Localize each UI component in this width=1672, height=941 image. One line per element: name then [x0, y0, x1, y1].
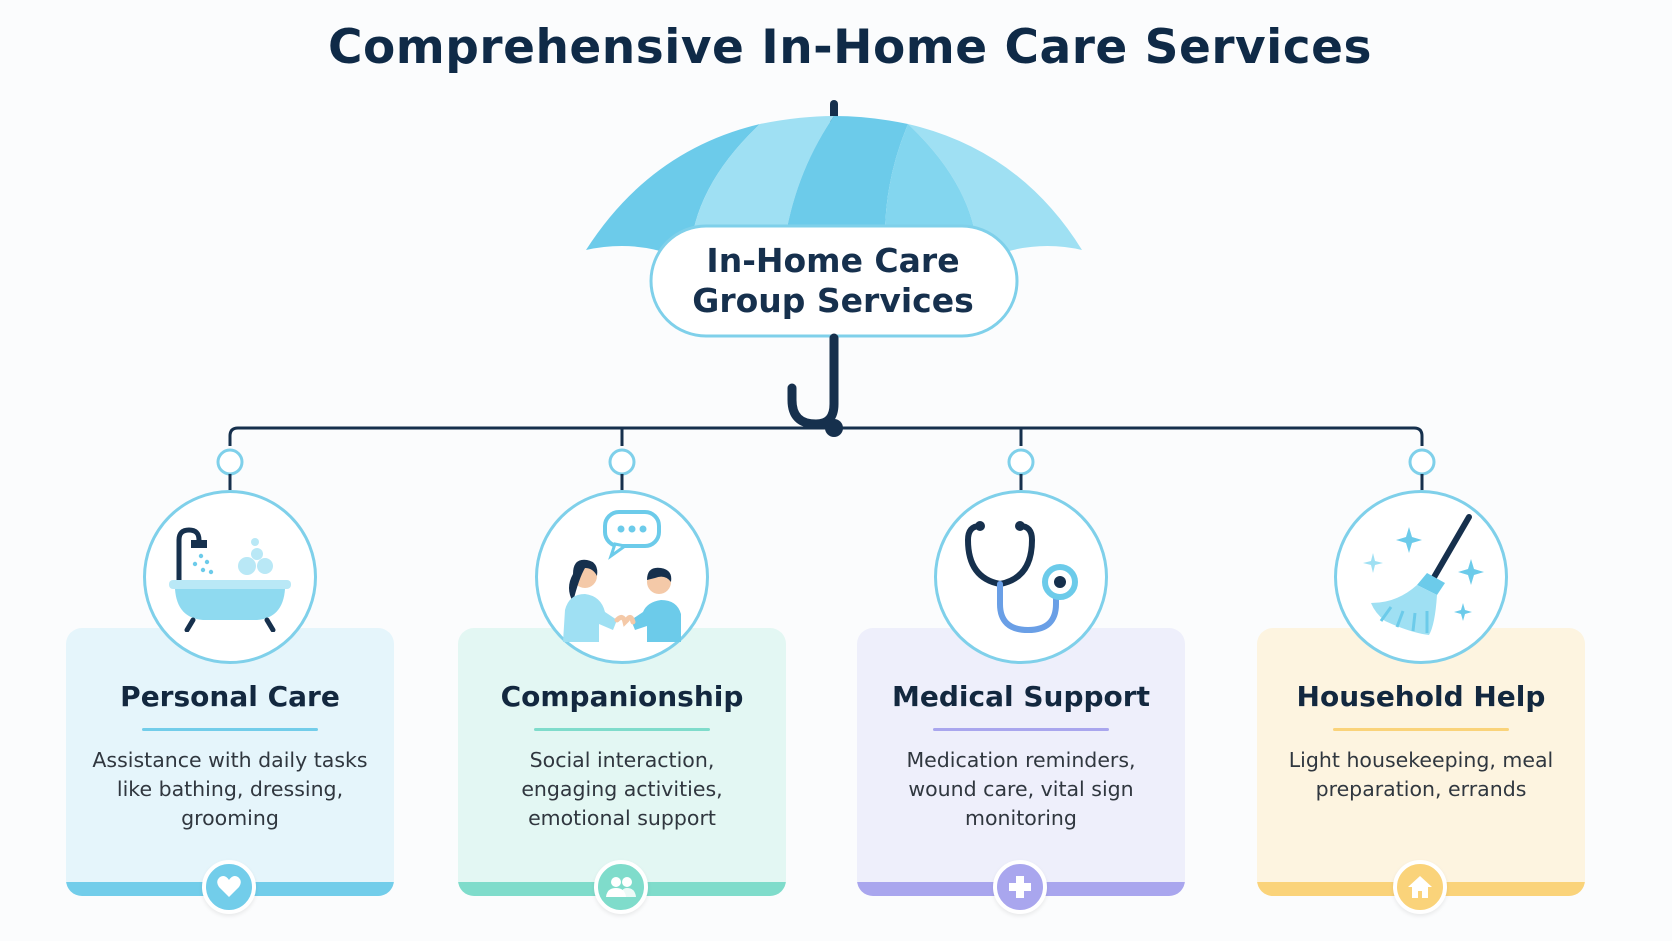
page-title: Comprehensive In-Home Care Services [328, 20, 1372, 75]
card-divider [142, 728, 318, 731]
card-description: Assistance with daily tasks like bathing… [92, 748, 368, 830]
badge-companionship [594, 860, 648, 914]
badge-medical-support [993, 860, 1047, 914]
card-description: Light housekeeping, meal preparation, er… [1288, 748, 1554, 801]
card-divider [534, 728, 710, 731]
stethoscope-icon [964, 521, 1078, 634]
heart-icon [217, 876, 241, 897]
connector-rings [216, 448, 1436, 476]
ring-stems [228, 474, 1424, 490]
service-card-medical-support: Medical Support Medication reminders, wo… [857, 628, 1185, 896]
umbrella-panel-4 [908, 124, 1082, 262]
card-title: Personal Care [120, 680, 340, 713]
bathtub-icon [169, 527, 291, 632]
card-title: Household Help [1296, 680, 1546, 713]
service-card-household-help: Household Help Light housekeeping, meal … [1257, 628, 1585, 896]
ring-2 [608, 448, 636, 476]
conversation-icon [563, 510, 681, 642]
service-card-personal-care: Personal Care Assistance with daily task… [66, 628, 394, 896]
people-icon [606, 877, 636, 897]
card-divider [1333, 728, 1509, 731]
umbrella-handle [787, 333, 839, 429]
service-icon-personal-care [143, 490, 317, 664]
badge-household-help [1393, 860, 1447, 914]
service-card-companionship: Companionship Social interaction, engagi… [458, 628, 786, 896]
card-title: Medical Support [892, 680, 1150, 713]
service-icon-companionship [535, 490, 709, 664]
ring-4 [1408, 448, 1436, 476]
card-description: Medication reminders, wound care, vital … [906, 748, 1136, 830]
center-label-line-2: Group Services [692, 281, 974, 320]
ring-1 [216, 448, 244, 476]
center-label-line-1: In-Home Care [706, 241, 960, 280]
connector-hub-dot [825, 419, 843, 437]
umbrella-panel-1 [586, 124, 760, 262]
house-icon [1408, 876, 1432, 898]
badge-personal-care [202, 860, 256, 914]
service-icon-household-help [1334, 490, 1508, 664]
card-description: Social interaction, engaging activities,… [521, 748, 723, 830]
card-divider [933, 728, 1109, 731]
ring-3 [1007, 448, 1035, 476]
broom-icon [1363, 514, 1484, 635]
card-title: Companionship [500, 680, 744, 713]
center-label: In-Home Care Group Services [650, 225, 1016, 337]
medical-cross-icon [1009, 876, 1031, 898]
service-icon-medical-support [934, 490, 1108, 664]
